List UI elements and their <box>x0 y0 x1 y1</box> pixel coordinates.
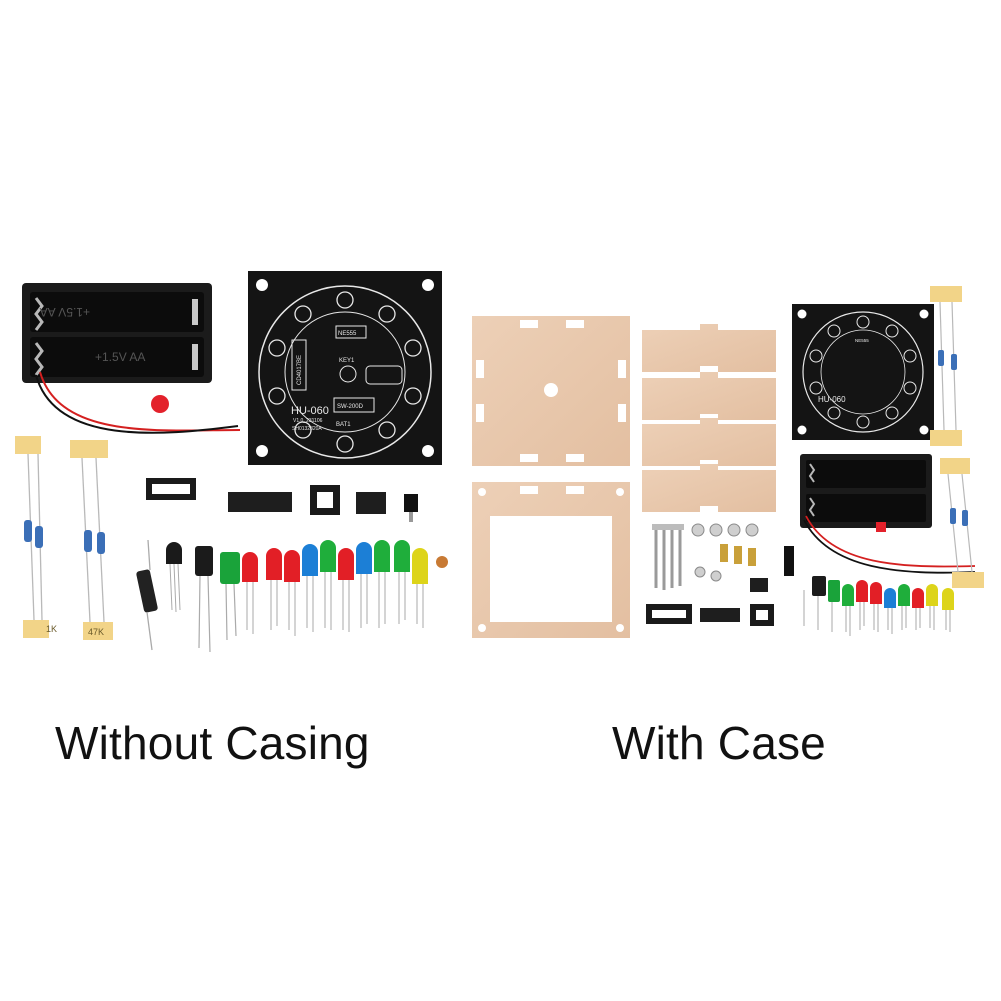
pcb-small-model-label: HU-060 <box>818 395 846 404</box>
pcb-key-label: KEY1 <box>339 358 355 364</box>
battery-holder-small <box>800 454 932 532</box>
led-red <box>338 548 354 632</box>
led-green <box>374 540 390 628</box>
led-yellow <box>942 588 954 632</box>
led-green <box>394 540 410 624</box>
led-red <box>870 582 882 632</box>
led-row-right <box>803 576 954 636</box>
ic-sockets-left <box>146 478 418 522</box>
pcb-version-label: V1.0_231106 <box>293 418 323 424</box>
led-red <box>912 588 924 630</box>
led-blue <box>356 542 372 628</box>
led-blue <box>884 588 896 634</box>
led-green <box>842 584 854 636</box>
led-yellow <box>412 548 428 628</box>
led-row-left <box>242 540 448 636</box>
led-green <box>320 540 336 630</box>
resistor-group-left: 1K 47K <box>15 436 113 640</box>
resistor-tag-47k: 47K <box>88 627 104 637</box>
led-red <box>284 550 300 636</box>
led-yellow <box>926 584 938 630</box>
battery-holder: +1.5V AA +1.5V AA <box>22 283 212 383</box>
kit-with-case: HU-060 NE555 <box>472 286 984 638</box>
pcb-battery-ref: BAT1 <box>336 422 351 428</box>
led-red <box>266 548 282 630</box>
led-green <box>898 584 910 630</box>
acrylic-bottom-panel <box>472 482 630 638</box>
pcb-small-timer-label: NE555 <box>855 338 869 343</box>
acrylic-side-strips <box>642 324 776 512</box>
battery-marking-top: +1.5V AA <box>40 305 90 319</box>
resistor-group-right <box>930 286 984 588</box>
kit-without-casing: +1.5V AA +1.5V AA <box>15 271 448 653</box>
pcb-board-small: HU-060 NE555 <box>792 304 934 440</box>
ldr-sensor <box>436 556 448 568</box>
battery-wire-small <box>803 519 976 574</box>
led-red <box>242 552 258 634</box>
ic-sockets-right <box>646 604 774 626</box>
pcb-switch-label: SW-200D <box>337 404 364 410</box>
acrylic-top-panel <box>472 316 630 466</box>
caption-with-case: With Case <box>612 717 826 769</box>
pcb-board: HU-060 V1.0_231106 NE555 KEY1 SW-200D BA… <box>248 271 442 465</box>
battery-wire-black <box>35 374 239 434</box>
misc-components-left <box>136 539 240 653</box>
pcb-model-label: HU-060 <box>291 405 329 417</box>
hardware-screws <box>652 523 794 592</box>
pcb-counter-label: CD4017BE <box>297 355 303 385</box>
led-red <box>856 580 868 630</box>
push-button-cap <box>151 395 169 413</box>
led-blue <box>302 544 318 632</box>
caption-without-casing: Without Casing <box>55 717 370 769</box>
pcb-timer-label: NE555 <box>338 331 357 337</box>
battery-marking-bottom: +1.5V AA <box>95 350 145 364</box>
pcb-partcode-label: SH0132820A <box>292 426 322 432</box>
resistor-tag-1k: 1K <box>46 624 57 634</box>
